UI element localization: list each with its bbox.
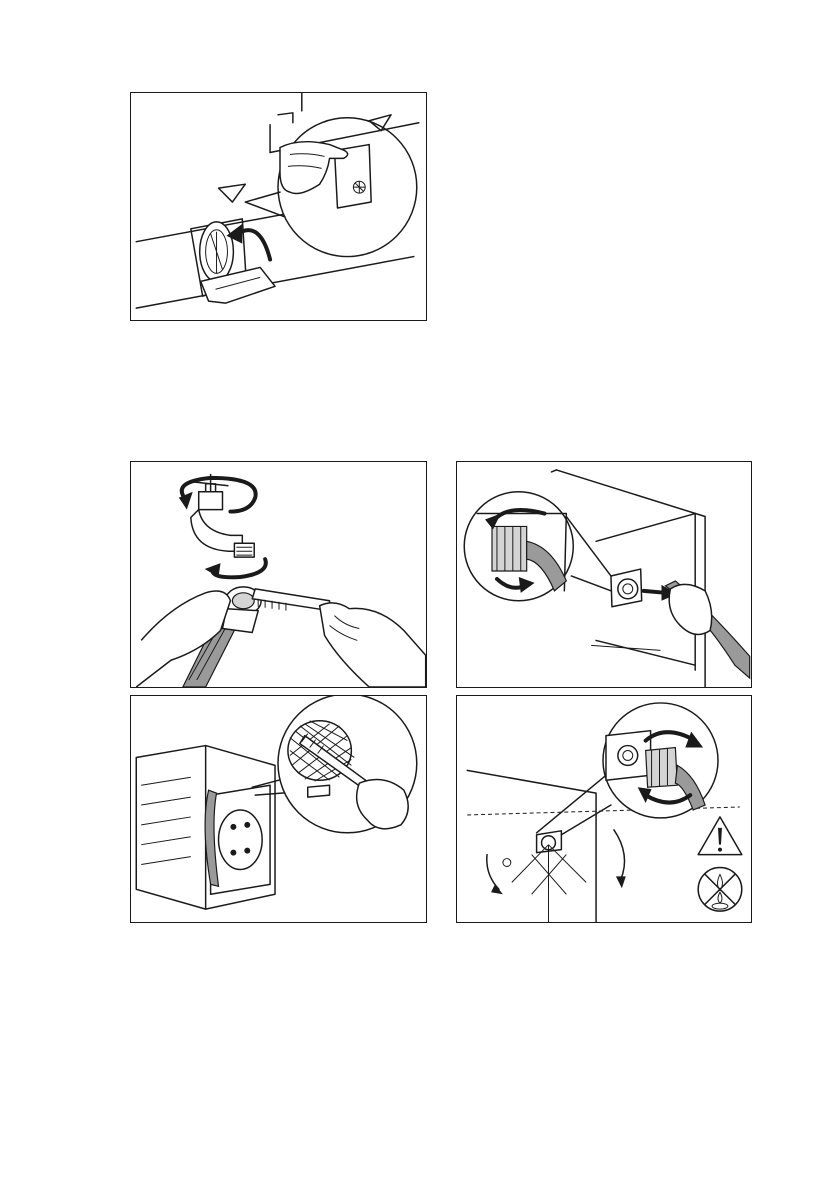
valve-filter-figure bbox=[130, 695, 427, 923]
hand-icon-right bbox=[320, 603, 426, 687]
triangle-marker-icon bbox=[219, 184, 246, 202]
brush-icon bbox=[252, 589, 329, 611]
hand-icon bbox=[669, 584, 712, 634]
filter-door-icon bbox=[200, 222, 234, 281]
washing-machine-icon bbox=[136, 746, 275, 910]
hose-angle-figure bbox=[456, 695, 752, 923]
tap-clean-figure bbox=[130, 461, 427, 688]
filter-access-figure bbox=[130, 92, 427, 321]
hose-unscrew-figure bbox=[456, 461, 752, 688]
no-leak-icon bbox=[698, 867, 742, 911]
warning-icon bbox=[698, 817, 742, 855]
tap-icon bbox=[191, 474, 254, 557]
